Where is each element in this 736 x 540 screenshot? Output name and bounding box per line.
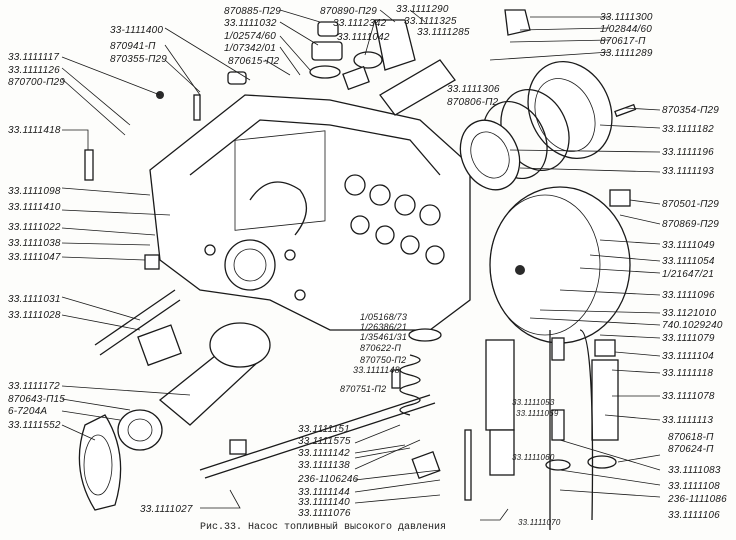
part-label: 33.1111070 — [518, 518, 561, 527]
part-label: 33.1111140 — [298, 497, 350, 508]
part-label: 870869-П29 — [662, 219, 720, 230]
part-label: 33.1111117 — [8, 52, 60, 63]
part-label: 33.1111306 — [447, 84, 500, 95]
part-label: 33.1111151 — [298, 424, 350, 435]
part-label: 33.1111418 — [8, 125, 61, 136]
part-label: 33.1111032 — [224, 18, 277, 29]
top-fittings — [156, 9, 531, 116]
part-label: 870501-П29 — [662, 199, 720, 210]
part-label: 870941-П — [110, 41, 156, 52]
part-label: 236-1111086 — [668, 494, 727, 505]
figure-caption: Рис.33. Насос топливный высокого давлени… — [200, 522, 447, 533]
part-label: 33.1111022 — [8, 222, 61, 233]
part-label: 33.1111096 — [662, 290, 715, 301]
part-label: 33.1111325 — [404, 16, 457, 27]
part-label: 33.1111575 — [298, 436, 351, 447]
part-label: 33.1111049 — [662, 240, 715, 251]
part-label: 870700-П29 — [8, 77, 66, 88]
part-label: 33.1111410 — [8, 202, 61, 213]
part-label: 870750-П2 — [360, 355, 407, 365]
part-label: 33.1111113 — [662, 415, 714, 426]
part-label: 33.1111078 — [662, 391, 715, 402]
part-label: 870615-П2 — [228, 56, 280, 67]
part-label: 1/02574/60 — [224, 31, 277, 42]
part-label: 33.1111552 — [8, 420, 61, 431]
part-label: 33.1111069 — [516, 409, 559, 418]
pump-housing — [149, 94, 471, 331]
part-label: 33.1111126 — [8, 65, 60, 76]
drive-shaft-assembly — [78, 322, 271, 511]
part-label: 33.1111290 — [396, 4, 449, 15]
part-label: 33.1111142 — [298, 448, 350, 459]
part-label: 870354-П29 — [662, 105, 720, 116]
part-label: 870618-П — [668, 432, 714, 443]
part-label: 33.1111079 — [662, 333, 715, 344]
part-label: 33.1111148 — [353, 365, 400, 375]
seal-rings — [459, 60, 613, 191]
part-label: 236-1106246 — [298, 474, 359, 485]
part-label: 33.1111076 — [298, 508, 351, 519]
part-label: 870624-П — [668, 444, 714, 455]
control-rack — [94, 289, 436, 479]
part-label: 33.1111054 — [662, 256, 715, 267]
part-label: 870751-П2 — [340, 384, 387, 394]
part-label: 33.1111060 — [512, 453, 555, 462]
part-label: 33.1111038 — [8, 238, 61, 249]
part-label: 33.1111083 — [668, 465, 721, 476]
plunger-sections — [344, 174, 445, 265]
part-label: 33.1111196 — [662, 147, 714, 158]
part-label: 33.1111031 — [8, 294, 61, 305]
part-label: 33.1112342 — [333, 18, 387, 29]
part-label: 1/07342/01 — [224, 43, 277, 54]
part-label: 870355-П29 — [110, 54, 168, 65]
leader-lines — [61, 9, 661, 521]
part-label: 33.1111144 — [298, 487, 350, 498]
part-label: 33.1111027 — [140, 504, 193, 515]
part-label: 1/05168/73 — [360, 312, 408, 322]
part-label: 870622-П — [360, 343, 402, 353]
part-label: 870617-П — [600, 36, 646, 47]
part-label: 33.1111289 — [600, 48, 653, 59]
part-label: 1/02844/60 — [600, 24, 653, 35]
part-label: 33.1111138 — [298, 460, 350, 471]
part-label: 33.1121010 — [662, 308, 717, 319]
part-label: 33.1111047 — [8, 252, 61, 263]
part-label: 870890-П29 — [320, 6, 378, 17]
part-label: 33.1111053 — [512, 398, 555, 407]
part-label: 33.1111104 — [662, 351, 714, 362]
part-label: 870806-П2 — [447, 97, 499, 108]
part-label: 33.1111108 — [668, 481, 720, 492]
bolts-and-springs — [84, 94, 637, 530]
part-label: 1/35461/31 — [360, 332, 408, 342]
part-label: 33.1111106 — [668, 510, 720, 521]
part-label: 33.1111193 — [662, 166, 714, 177]
part-label: 6-7204А — [8, 406, 48, 417]
part-label: 870643-П15 — [8, 394, 66, 405]
part-label: 33.1111098 — [8, 186, 61, 197]
part-label: 33.1111172 — [8, 381, 60, 392]
part-label: 1/26386/21 — [360, 322, 408, 332]
part-label: 33.1111042 — [337, 32, 390, 43]
part-label: 33.1111285 — [417, 27, 470, 38]
part-label: 33.1111028 — [8, 310, 61, 321]
part-label: 33.1111118 — [662, 368, 714, 379]
part-label: 33-1111400 — [110, 25, 164, 36]
part-label: 870885-П29 — [224, 6, 282, 17]
part-label: 33.1111182 — [662, 124, 714, 135]
part-label: 740.1029240 — [662, 320, 723, 331]
part-label: 1/21647/21 — [662, 269, 715, 280]
part-label: 33.1111300 — [600, 12, 653, 23]
